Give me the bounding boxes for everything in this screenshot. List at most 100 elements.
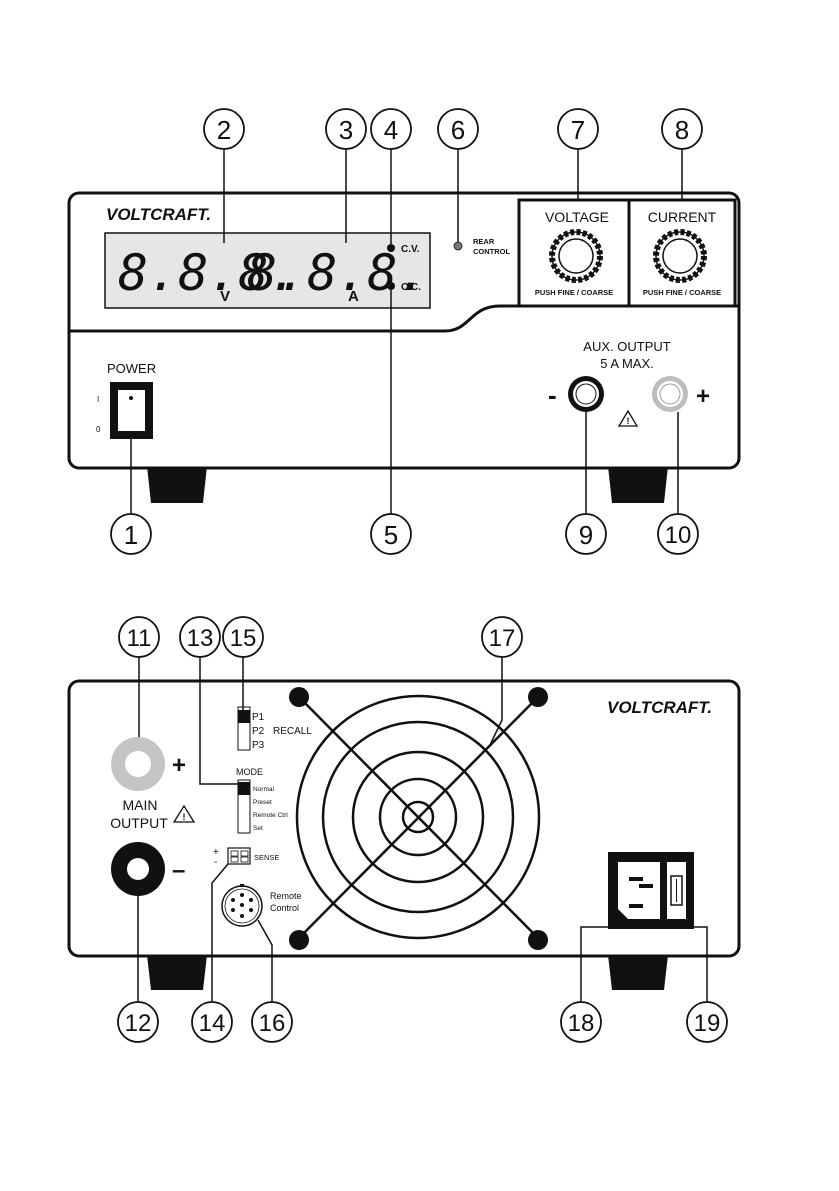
power-label: POWER [107,361,156,376]
voltage-knob-label: VOLTAGE [545,209,609,225]
rear-foot-right [608,955,668,990]
switch-off-mark: 0 [96,425,101,434]
sense-minus-mark: - [214,857,217,868]
callout-13: 13 [180,617,220,657]
svg-text:15: 15 [230,625,257,652]
voltage-knob[interactable] [552,232,600,280]
svg-text:!: ! [627,416,630,426]
power-switch[interactable] [110,382,153,439]
callout-1: 1 [111,514,151,554]
callout-6: 6 [438,109,478,149]
brand-logo-rear: VOLTCRAFT. [607,698,712,717]
main-negative-terminal[interactable] [111,842,165,896]
main-output-label-1: MAIN [123,797,158,813]
callout-14: 14 [192,1002,232,1042]
callout-7: 7 [558,109,598,149]
sense-label: SENSE [254,853,279,862]
svg-text:8: 8 [675,115,689,145]
callout-4: 4 [371,109,411,149]
current-knob-label: CURRENT [648,209,717,225]
aux-positive-terminal[interactable] [652,376,688,412]
main-output-label-2: OUTPUT [110,815,168,831]
rear-control-label-1: REAR [473,237,495,246]
mode-normal: Normal [253,786,275,793]
svg-text:3: 3 [339,115,353,145]
callout-10: 10 [658,514,698,554]
callout-5: 5 [371,514,411,554]
mode-set: Set [253,825,263,832]
callout-2: 2 [204,109,244,149]
callout-19: 19 [687,1002,727,1042]
callout-15: 15 [223,617,263,657]
switch-on-mark: I [97,395,99,404]
svg-text:18: 18 [568,1010,595,1037]
svg-text:2: 2 [217,115,231,145]
svg-text:7: 7 [571,115,585,145]
recall-label: RECALL [273,726,312,737]
callout-12: 12 [118,1002,158,1042]
front-panel: VOLTCRAFT. 8.8.8. V 8.8.8. A C.V. C.C. R… [69,193,739,503]
fan-screw-bottom-right [528,930,548,950]
svg-text:13: 13 [187,625,214,652]
voltage-push-label: PUSH FINE / COARSE [535,288,613,297]
recall-p3: P3 [252,740,265,751]
rear-panel: VOLTCRAFT. + MAIN OUTPUT ! [69,681,739,990]
current-push-label: PUSH FINE / COARSE [643,288,721,297]
voltage-unit: V [220,288,230,305]
remote-label-1: Remote [270,891,302,901]
rear-foot-left [147,955,207,990]
recall-switch[interactable] [238,707,250,750]
svg-text:9: 9 [579,520,593,550]
brand-logo-front: VOLTCRAFT. [106,205,211,224]
callout-17: 17 [482,617,522,657]
cc-label: C.C. [401,282,421,293]
aux-plus-sign: + [696,383,710,410]
fuse-holder[interactable] [667,862,686,919]
svg-text:17: 17 [489,625,516,652]
callout-18: 18 [561,1002,601,1042]
main-plus-sign: + [172,752,186,779]
fan-screw-bottom-left [289,930,309,950]
svg-text:19: 19 [694,1010,721,1037]
svg-text:14: 14 [199,1010,226,1037]
callout-8: 8 [662,109,702,149]
svg-text:1: 1 [124,520,138,550]
mode-label: MODE [236,767,263,777]
callout-9: 9 [566,514,606,554]
main-minus-sign: – [172,857,185,884]
remote-label-2: Control [270,903,299,913]
cv-label: C.V. [401,244,420,255]
aux-output-label-1: AUX. OUTPUT [583,339,670,354]
svg-text:5: 5 [384,520,398,550]
mode-remote-ctrl: Remote Ctrl [253,812,288,819]
main-positive-terminal[interactable] [111,737,165,791]
current-knob[interactable] [656,232,704,280]
recall-p2: P2 [252,726,265,737]
aux-minus-sign: - [548,380,557,410]
rear-control-label-2: CONTROL [473,247,510,256]
recall-p1: P1 [252,712,265,723]
callout-16: 16 [252,1002,292,1042]
callout-11: 11 [119,617,159,657]
fan-screw-top-left [289,687,309,707]
svg-text:!: ! [183,812,186,822]
cv-led [387,244,395,252]
current-unit: A [348,288,359,305]
front-foot-right [608,466,668,503]
rear-control-led [454,242,462,250]
front-foot-left [147,466,207,503]
svg-text:12: 12 [125,1010,152,1037]
svg-text:4: 4 [384,115,398,145]
aux-negative-terminal[interactable] [568,376,604,412]
sense-connector[interactable] [228,848,250,864]
svg-text:6: 6 [451,115,465,145]
cc-led [387,282,395,290]
fan-screw-top-right [528,687,548,707]
mode-preset: Preset [253,799,272,806]
mode-switch[interactable] [238,780,250,833]
svg-text:16: 16 [259,1010,286,1037]
aux-output-label-2: 5 A MAX. [600,356,653,371]
svg-text:10: 10 [665,522,692,549]
svg-text:11: 11 [127,625,152,652]
